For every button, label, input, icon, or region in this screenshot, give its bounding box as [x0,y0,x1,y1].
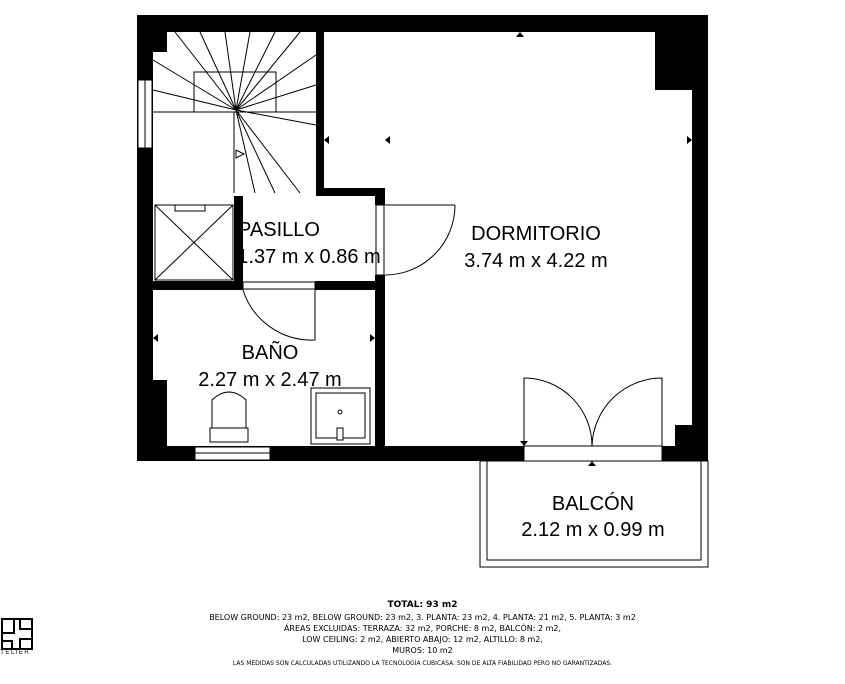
door-swings [242,204,663,447]
door-frame [242,281,316,290]
area-breakdown: BELOW GROUND: 23 m2, BELOW GROUND: 23 m2… [0,612,845,656]
staircase [152,31,317,194]
area-line: BELOW GROUND: 23 m2, BELOW GROUND: 23 m2… [209,613,636,622]
balcony-door-opening [523,445,663,462]
area-line: MUROS: 10 m2 [392,646,453,655]
room-size-pasillo: 1.37 m x 0.86 m [237,246,380,268]
room-name-bano: BAÑO [242,340,299,364]
total-area: TOTAL: 93 m2 [387,600,458,610]
room-name-balcon: BALCÓN [552,492,634,515]
dimension-markers [153,32,692,466]
toilet [209,391,249,443]
room-name-dormitorio: DORMITORIO [471,223,601,245]
room-size-dormitorio: 3.74 m x 4.22 m [464,250,607,272]
logo-icon [1,618,33,650]
logo-text: TELIER [0,648,30,656]
room-size-bano: 2.27 m x 2.47 m [198,369,341,391]
balcony [479,460,709,568]
shower [154,204,234,281]
room-name-pasillo: PASILLO [238,219,320,241]
door-frame [375,204,385,276]
sink [310,387,371,445]
area-line: ÁREAS EXCLUIDAS: TERRAZA: 32 m2, PORCHE:… [283,624,562,633]
room-size-balcon: 2.12 m x 0.99 m [521,519,664,541]
disclaimer: LAS MEDIDAS SON CALCULADAS UTILIZANDO LA… [232,660,613,667]
area-line: LOW CEILING: 2 m2, ABIERTO ABAJO: 12 m2,… [302,635,543,644]
